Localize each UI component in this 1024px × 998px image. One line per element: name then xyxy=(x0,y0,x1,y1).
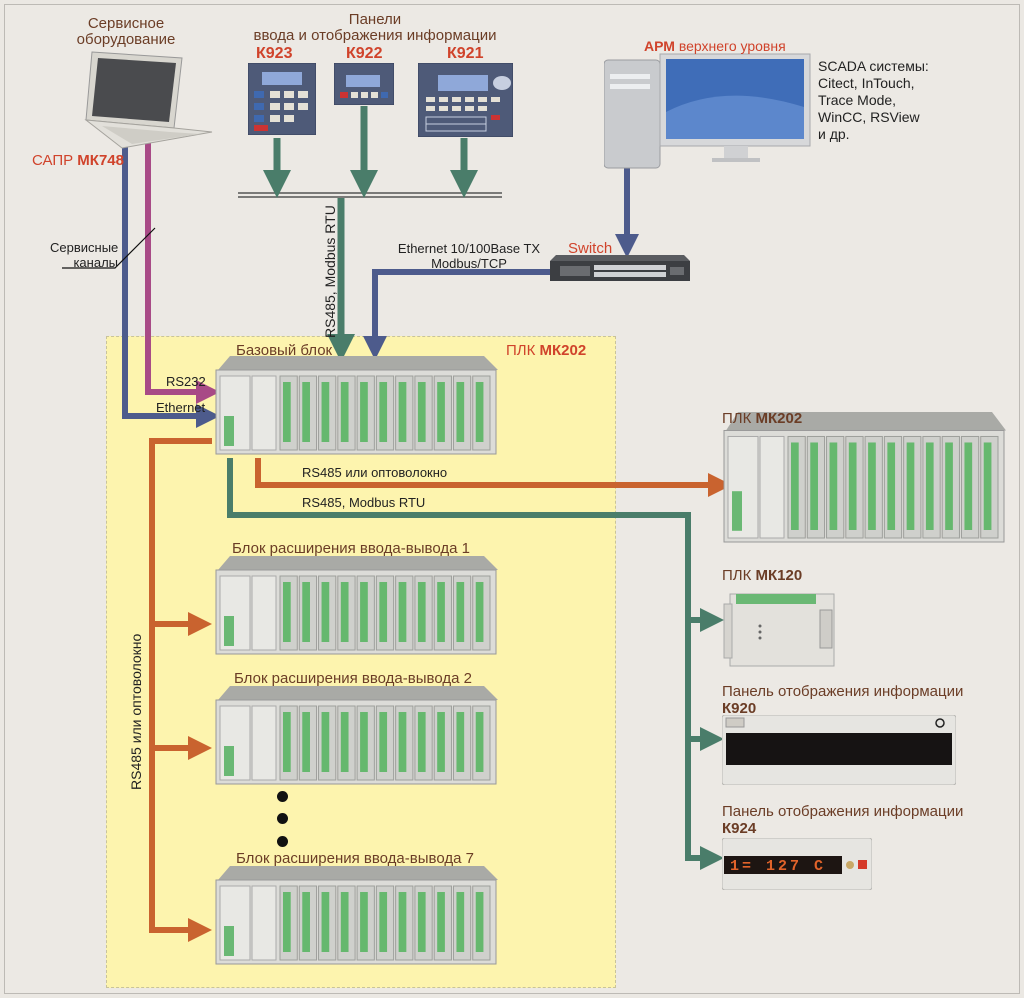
wire-service-rs232 xyxy=(145,140,220,404)
rs232-label: RS232 xyxy=(166,374,206,389)
network-switch-icon xyxy=(550,255,690,281)
scada-systems-label: SCADA системы:Citect, InTouch,Trace Mode… xyxy=(818,58,929,142)
panel-k923-label: К923 xyxy=(256,45,293,62)
panel-k921-icon xyxy=(418,63,513,137)
plc-base-block-icon xyxy=(215,356,498,455)
expansion-block-7-label: Блок расширения ввода-вывода 7 xyxy=(236,850,474,867)
panel-k922-icon xyxy=(334,63,394,105)
wire-rs485-modbus-right xyxy=(227,458,724,870)
plc-mk120-icon xyxy=(723,593,835,667)
remote-plc-mk202-label: ПЛК МК202 xyxy=(722,410,803,427)
expansion-block-7-icon xyxy=(215,866,498,965)
remote-plc-mk202-icon xyxy=(723,412,1006,543)
panel-k921-label: К921 xyxy=(447,45,484,62)
display-panel-k920-icon xyxy=(722,715,956,785)
zone-title: ПЛК МК202 xyxy=(506,342,587,359)
wire-rs485-fiber-remote xyxy=(255,458,732,497)
panel-k922-label: К922 xyxy=(346,45,383,62)
wire-switch-plc xyxy=(363,269,551,360)
ellipsis-dot xyxy=(277,813,288,824)
rs485-modbus-label: RS485, Modbus RTU xyxy=(302,495,426,510)
display-panel-k924-icon: 1= 127 С xyxy=(722,838,872,890)
k924-display-text: 1= 127 С xyxy=(730,858,826,875)
ellipsis-dot xyxy=(277,836,288,847)
workstation-icon xyxy=(604,53,811,169)
expansion-block-2-icon xyxy=(215,686,498,785)
arm-label: АРМ верхнего уровня xyxy=(644,38,786,54)
base-block-label: Базовый блок xyxy=(236,342,333,359)
laptop-icon xyxy=(84,51,213,149)
rs485-fiber-vertical-label: RS485 или оптоволокно xyxy=(128,633,144,790)
switch-label: Switch xyxy=(568,240,613,257)
rs485-modbus-vertical-label: RS485, Modbus RTU xyxy=(322,205,338,338)
panel-k923-icon xyxy=(248,63,316,135)
rs485-fiber-label: RS485 или оптоволокно xyxy=(302,465,448,480)
expansion-block-2-label: Блок расширения ввода-вывода 2 xyxy=(234,670,472,687)
service-channels-pointer xyxy=(62,227,156,269)
ellipsis-dot xyxy=(277,791,288,802)
sapr-label: САПР МК748 xyxy=(32,152,124,169)
expansion-block-1-icon xyxy=(215,556,498,655)
ethernet-label: Ethernet xyxy=(156,400,206,415)
plc-mk120-label: ПЛК МК120 xyxy=(722,567,803,584)
wire-expansion-bus xyxy=(149,438,212,942)
expansion-block-1-label: Блок расширения ввода-вывода 1 xyxy=(232,540,470,557)
wire-service-ethernet xyxy=(122,140,220,428)
